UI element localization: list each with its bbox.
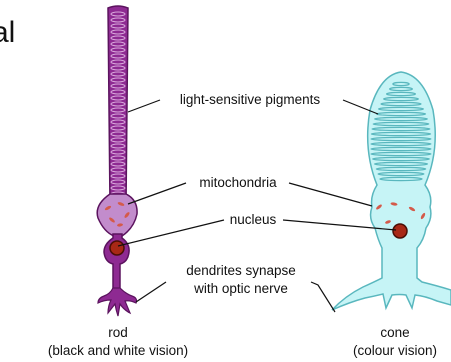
rod-cell <box>97 6 137 316</box>
mitochondria-leader-rod <box>128 183 186 204</box>
rod-name-label: rod <box>108 325 128 340</box>
rod-inner-segment <box>97 194 137 236</box>
label-dendrites-line-2: with optic nerve <box>193 281 288 296</box>
label-nucleus: nucleus <box>230 212 277 227</box>
cone-cell <box>332 72 451 310</box>
rod-nucleus <box>110 241 124 255</box>
label-light-sensitive-pigments: light-sensitive pigments <box>180 92 321 107</box>
cone-caption: (colour vision) <box>353 343 437 358</box>
pigments-leader-rod <box>128 100 160 112</box>
dendrites-leader-cone <box>311 282 335 312</box>
cone-name-label: cone <box>380 325 409 340</box>
rod-caption: (black and white vision) <box>48 343 188 358</box>
cropped-heading-fragment: al <box>0 16 15 49</box>
dendrites-leader-rod <box>136 282 166 302</box>
mitochondria-leader-cone <box>289 183 372 206</box>
label-mitochondria: mitochondria <box>199 175 277 190</box>
cone-nucleus <box>393 224 407 238</box>
rod-synaptic-terminal <box>98 288 137 316</box>
label-dendrites-line-1: dendrites synapse <box>186 263 296 278</box>
